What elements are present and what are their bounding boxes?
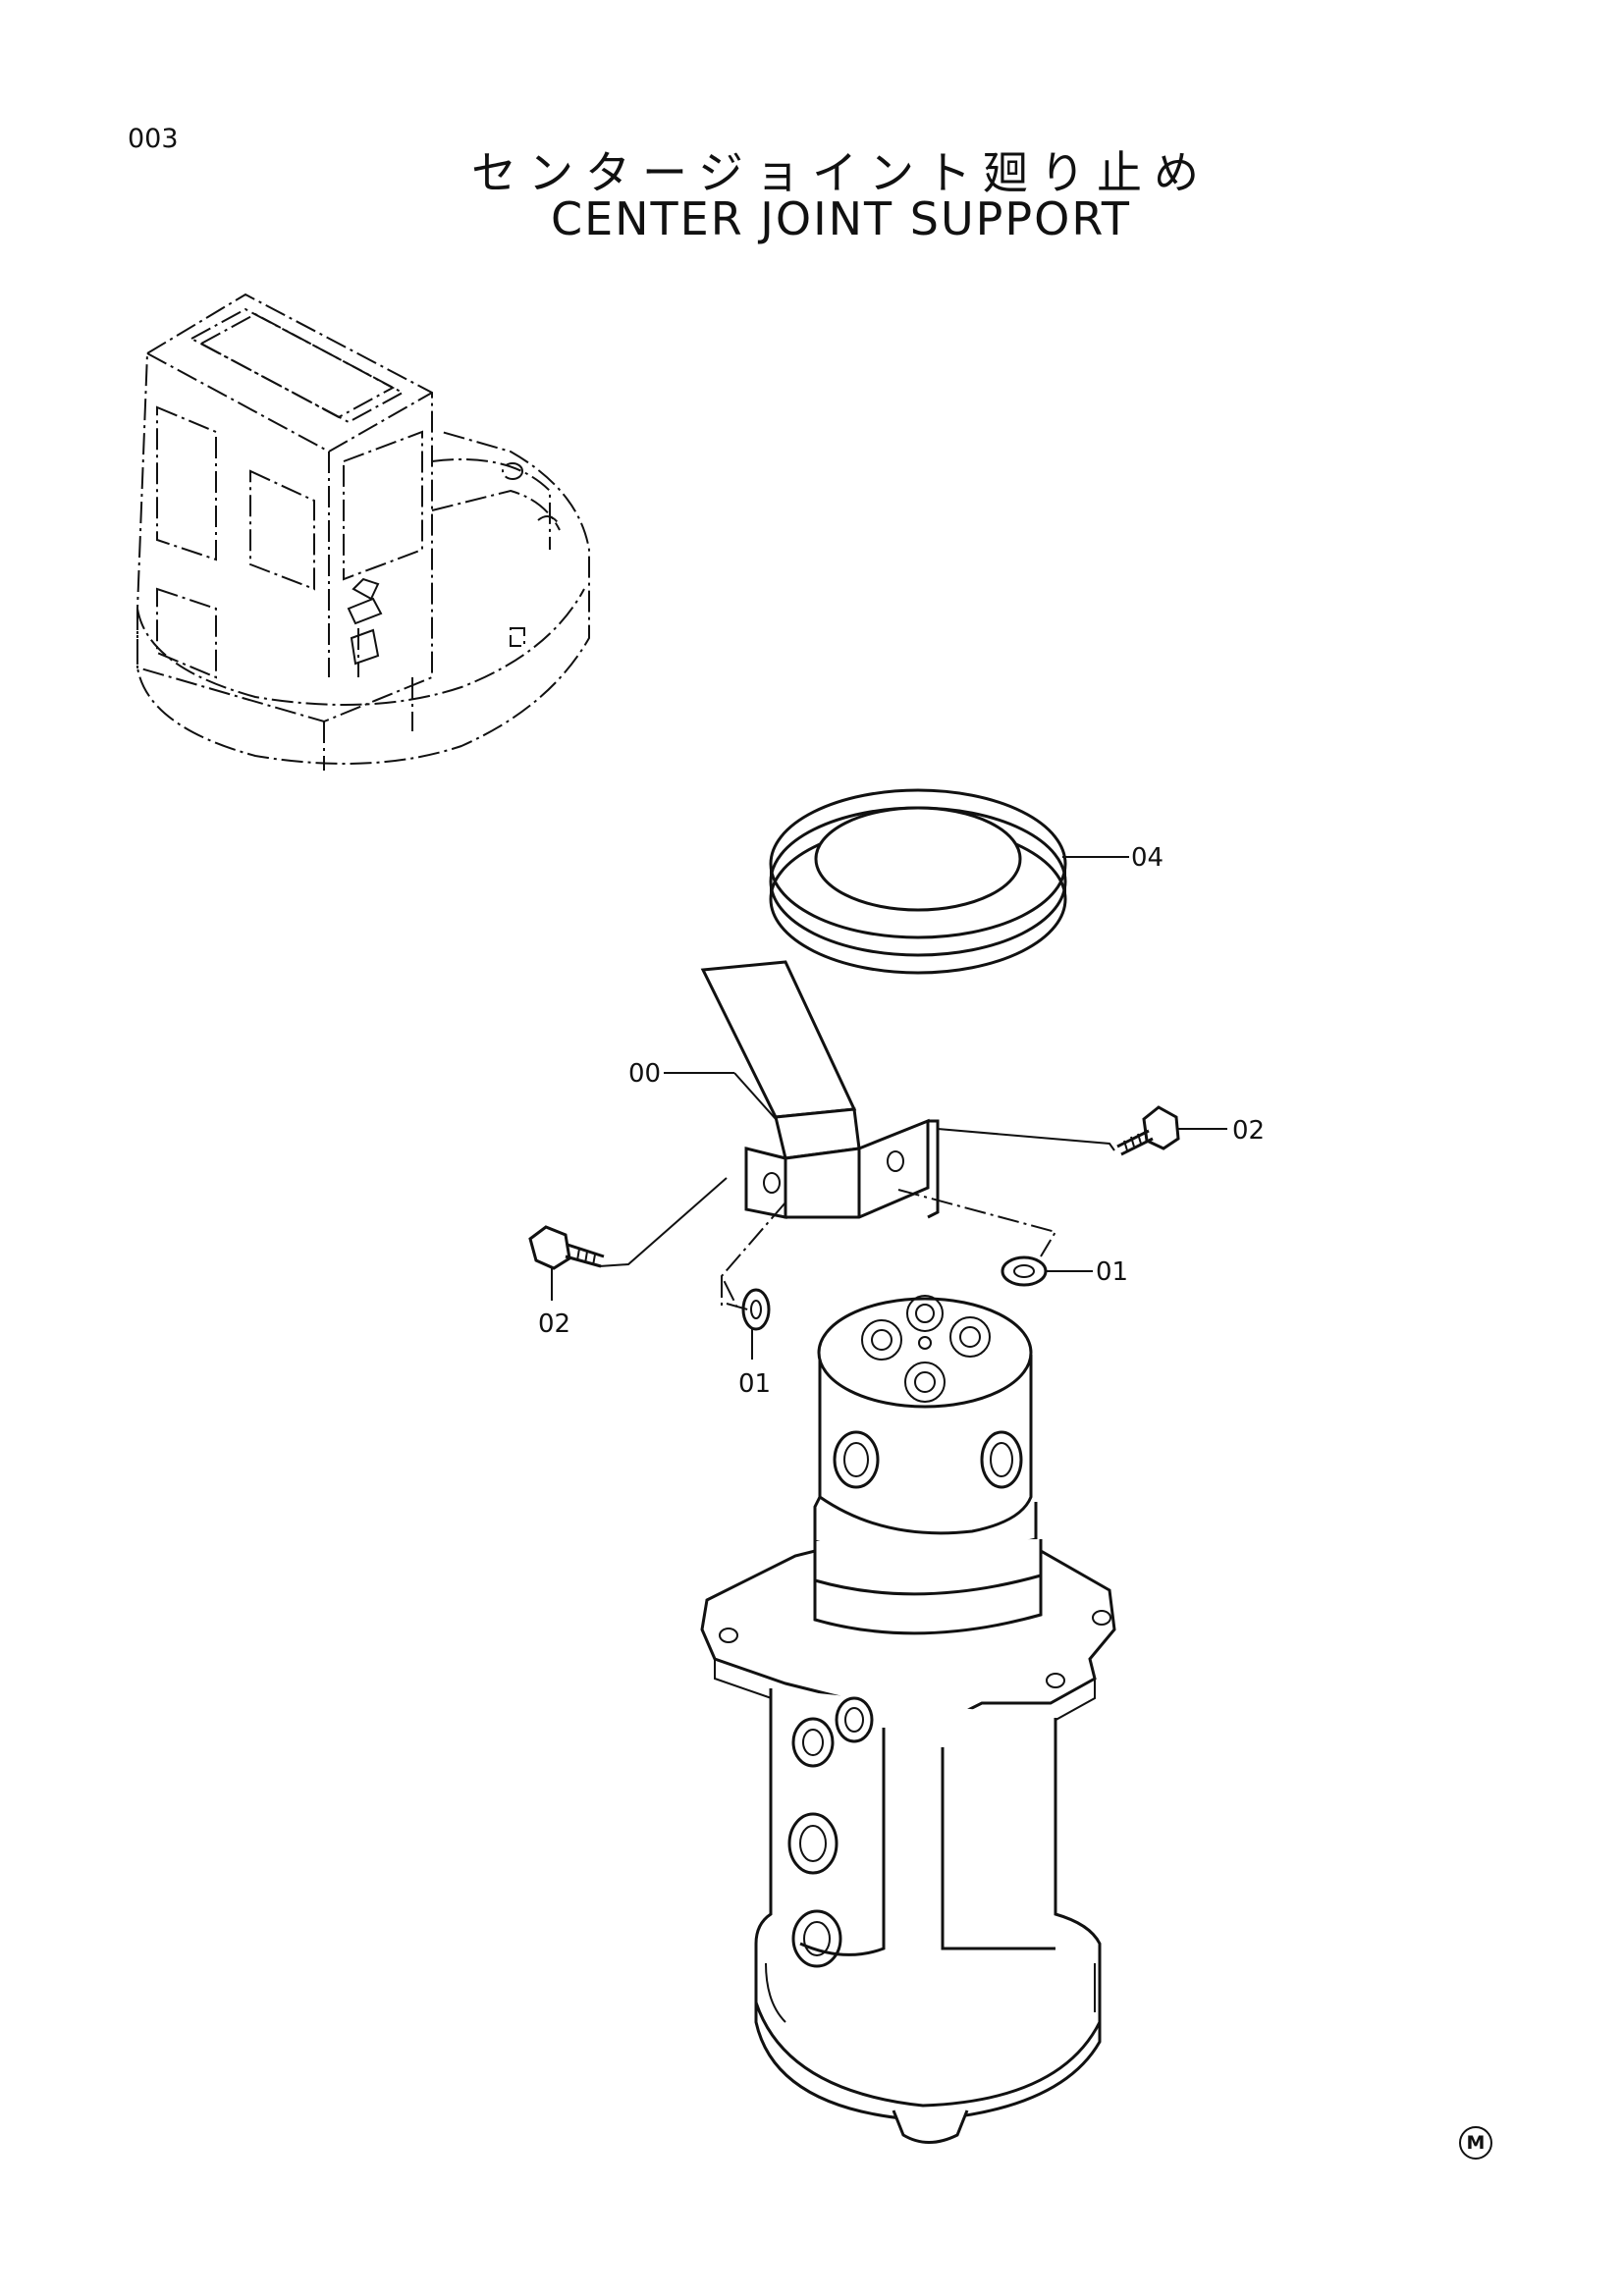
washer-left-part: [741, 1288, 771, 1360]
washer-right-part: [1001, 1255, 1093, 1287]
ring-seal-part: [769, 788, 1129, 975]
callout-01-left: 01: [738, 1369, 771, 1399]
bolt-right-part: [1116, 1105, 1227, 1156]
callout-02-right: 02: [1232, 1116, 1265, 1146]
title-japanese: センタージョイント廻り止め: [470, 146, 1212, 199]
callout-04: 04: [1131, 843, 1163, 873]
callout-02-left: 02: [538, 1309, 570, 1339]
page-number: 003: [128, 124, 179, 154]
bolt-left-part: [528, 1225, 605, 1301]
manufacturer-mark: M: [1459, 2126, 1492, 2160]
callout-00: 00: [628, 1059, 661, 1089]
center-joint-body: [700, 1295, 1116, 2144]
support-bracket-part: [664, 960, 940, 1219]
excavator-overview-illustration: [136, 293, 590, 771]
callout-01-right: 01: [1096, 1257, 1128, 1287]
assembly-lines: [598, 1128, 1115, 1311]
title-english: CENTER JOINT SUPPORT: [550, 192, 1132, 245]
